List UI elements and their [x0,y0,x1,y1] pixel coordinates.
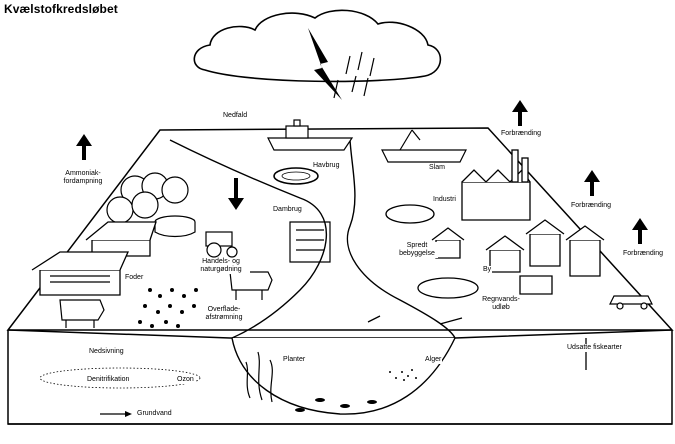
label-nedfald: Nedfald [222,112,249,120]
fish-farm-icon [273,167,319,185]
label-ammoniak: Ammoniak- fordampning [58,170,108,186]
label-planter: Planter [282,356,307,364]
label-udsatte-fiskearter: Udsatte fiskearter [566,344,623,352]
label-regnvandsudloeb: Regnvands- udløb [476,296,526,312]
tractor-icon [205,231,238,258]
label-forbraending-mid: Forbrænding [570,202,613,210]
emission-arrows [76,100,648,244]
farm-buildings [31,221,157,296]
car-icon [609,295,653,310]
plants [245,351,273,403]
label-forbraending-top: Forbrænding [500,130,543,138]
rain [333,51,375,99]
label-foder: Foder [124,274,145,282]
barge-icon [381,129,467,163]
lightning-icon [308,28,342,100]
label-grundvand: Grundvand [136,410,173,418]
label-alger: Alger [424,356,443,364]
algae [389,369,417,381]
town-houses [431,219,605,295]
industry [385,149,531,299]
label-by: By [482,266,493,274]
manure-tank [154,215,196,238]
label-overfladeafstroemning: Overflade- afstrømning [196,306,252,322]
treatment-plant [385,204,435,224]
diagram-title: Kvælstofkredsløbet [4,2,118,16]
groundwater-lens [39,367,201,389]
label-denitrifikation: Denitrifikation [86,376,131,384]
crop-field [138,288,198,328]
ship-icon [267,119,354,151]
label-dambrug: Dambrug [272,206,303,214]
fish [295,398,377,412]
label-slam: Slam [428,164,446,172]
trees [106,172,189,224]
label-ozon: Ozon [176,376,195,384]
groundwater-arrowhead [125,411,132,417]
label-forbraending-right: Forbrænding [622,250,665,258]
label-havbrug: Havbrug [312,162,341,170]
label-udsivning: Nedsivning [88,348,125,356]
fish-ponds [289,221,331,263]
label-industri: Industri [432,196,457,204]
label-handels-naturgoedning: Handels- og naturgødning [192,258,250,274]
label-spredt-bebyggelse: Spredt bebyggelse [396,242,438,258]
cows [59,271,273,328]
